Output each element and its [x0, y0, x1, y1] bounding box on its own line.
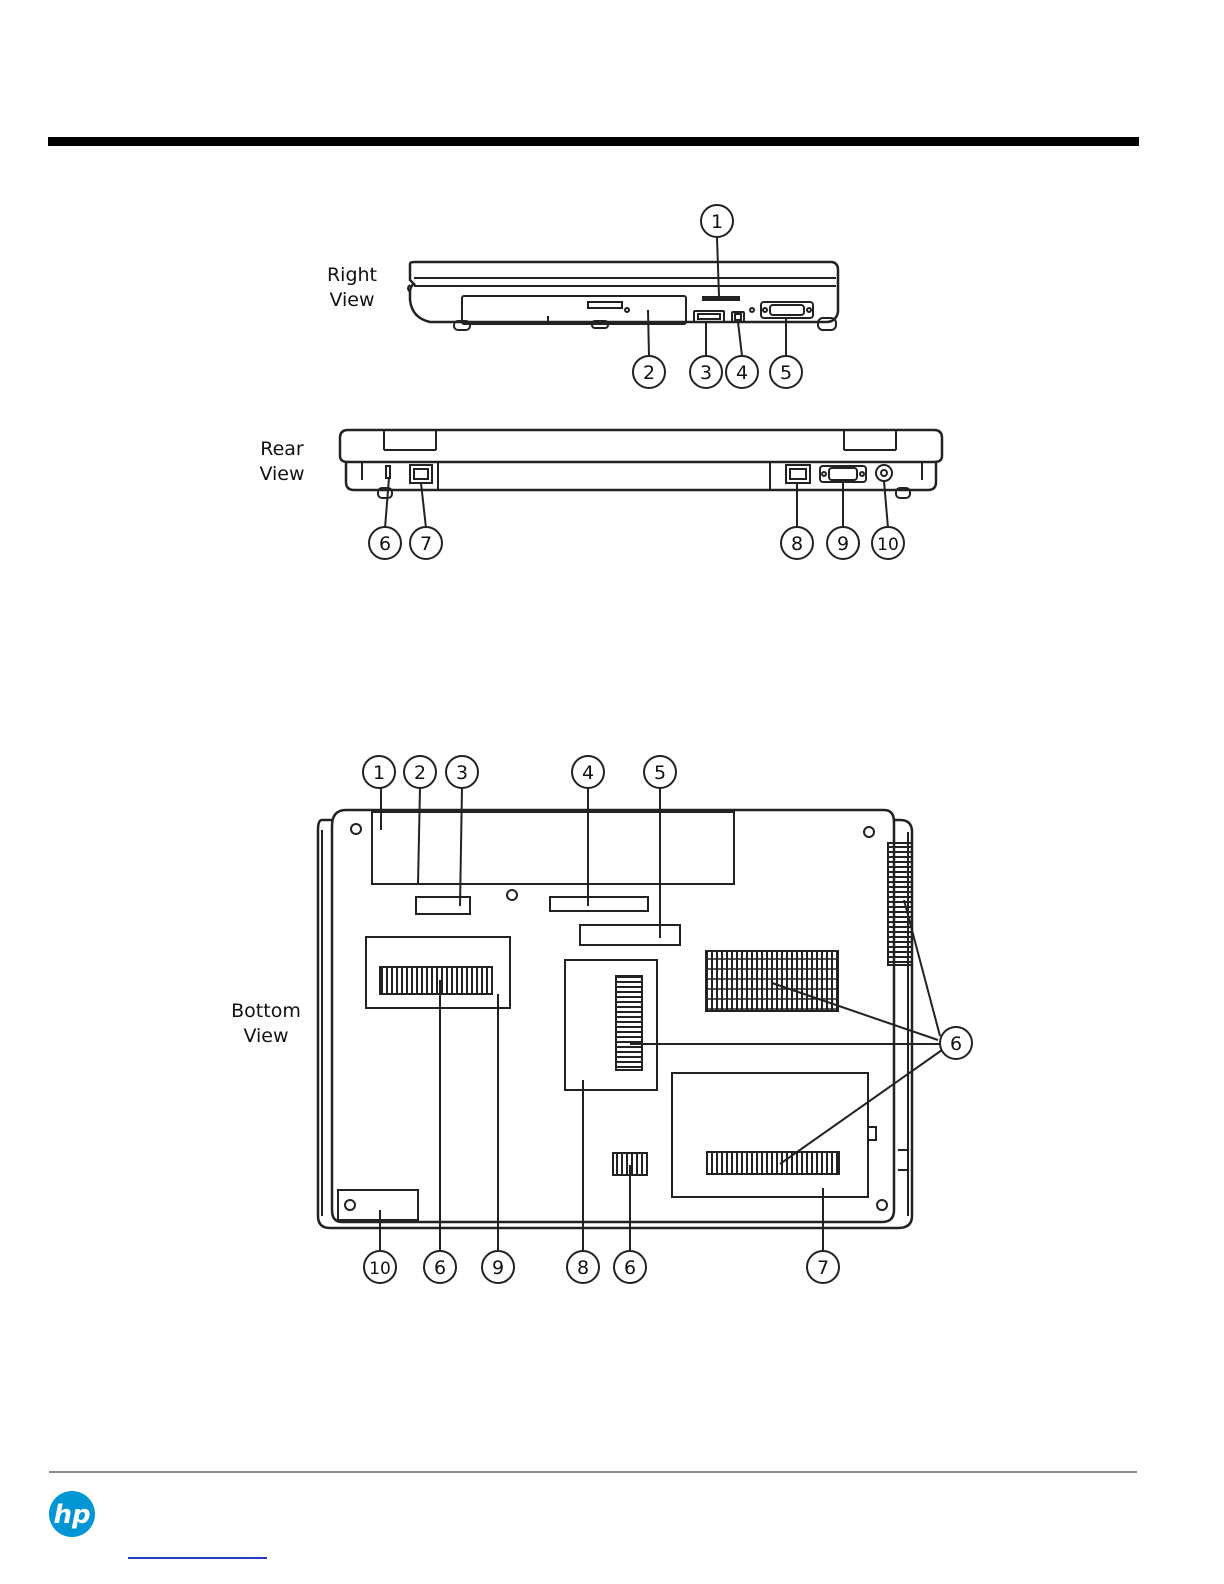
svg-text:2: 2 — [643, 362, 655, 384]
svg-text:4: 4 — [582, 762, 594, 784]
svg-text:6: 6 — [950, 1033, 962, 1055]
right-callout-3: 3 — [690, 356, 722, 388]
svg-text:6: 6 — [379, 533, 391, 555]
bottom-callout-4: 4 — [572, 756, 604, 788]
svg-text:9: 9 — [492, 1257, 504, 1279]
rear-callout-6: 6 — [369, 527, 401, 559]
right-callout-1: 1 — [701, 205, 733, 237]
bottom-callout-9: 9 — [482, 1251, 514, 1283]
svg-text:7: 7 — [420, 533, 432, 555]
bottom-callout-3: 3 — [446, 756, 478, 788]
svg-text:7: 7 — [817, 1257, 829, 1279]
hp-logo-icon: hp — [49, 1491, 95, 1537]
bottom-callout-1: 1 — [363, 756, 395, 788]
right-callout-2: 2 — [633, 356, 665, 388]
svg-text:6: 6 — [434, 1257, 446, 1279]
rear-view-drawing — [340, 430, 942, 528]
bottom-view-drawing — [318, 788, 942, 1250]
svg-text:10: 10 — [369, 1259, 391, 1279]
bottom-callout-5: 5 — [644, 756, 676, 788]
bottom-callout-10: 10 — [364, 1251, 396, 1283]
svg-text:8: 8 — [791, 533, 803, 555]
svg-text:6: 6 — [624, 1257, 636, 1279]
svg-text:10: 10 — [877, 535, 899, 555]
svg-text:9: 9 — [837, 533, 849, 555]
footer-rule — [49, 1471, 1137, 1473]
svg-text:5: 5 — [780, 362, 792, 384]
bottom-callout-6a: 6 — [424, 1251, 456, 1283]
rear-callout-8: 8 — [781, 527, 813, 559]
svg-text:1: 1 — [711, 211, 723, 233]
svg-text:3: 3 — [700, 362, 712, 384]
bottom-callout-2: 2 — [404, 756, 436, 788]
rear-callout-7: 7 — [410, 527, 442, 559]
svg-text:hp: hp — [53, 1500, 90, 1530]
right-callout-5: 5 — [770, 356, 802, 388]
svg-text:4: 4 — [736, 362, 748, 384]
footer-link[interactable] — [128, 1557, 267, 1559]
svg-text:5: 5 — [654, 762, 666, 784]
svg-text:8: 8 — [577, 1257, 589, 1279]
rear-callout-9: 9 — [827, 527, 859, 559]
bottom-callout-8: 8 — [567, 1251, 599, 1283]
rear-callout-10: 10 — [872, 527, 904, 559]
svg-text:2: 2 — [414, 762, 426, 784]
bottom-callout-6b: 6 — [614, 1251, 646, 1283]
svg-text:3: 3 — [456, 762, 468, 784]
bottom-callout-7: 7 — [807, 1251, 839, 1283]
right-callout-4: 4 — [726, 356, 758, 388]
bottom-callout-6-side: 6 — [940, 1027, 972, 1059]
right-view-drawing — [408, 238, 838, 356]
svg-text:1: 1 — [373, 762, 385, 784]
